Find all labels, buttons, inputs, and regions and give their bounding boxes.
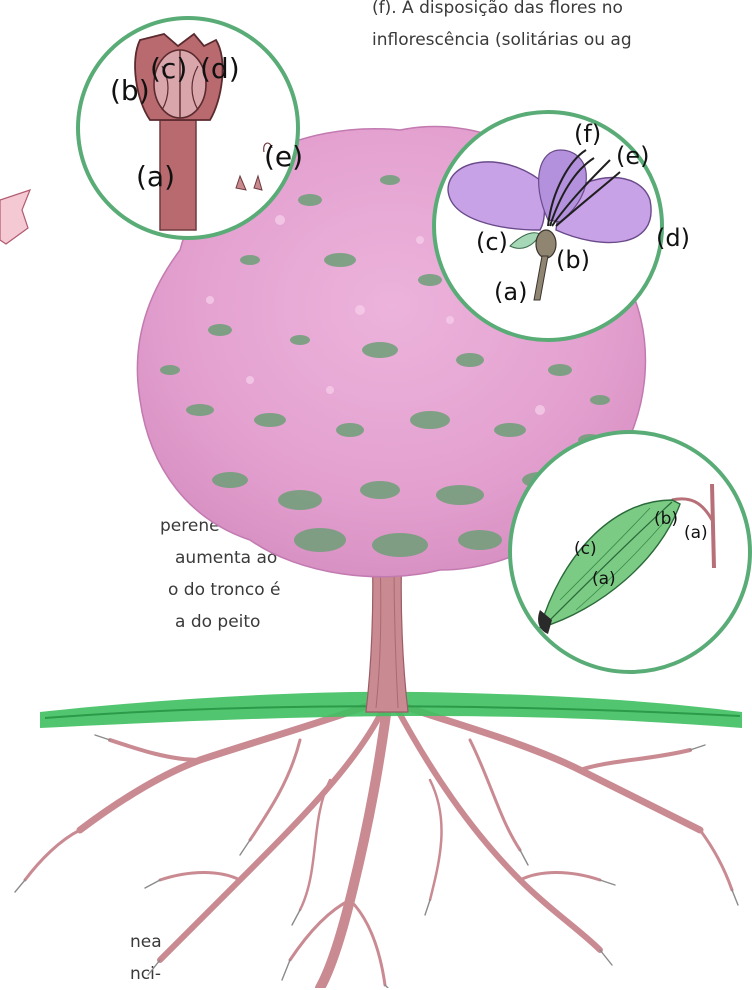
flower-label-a: (a) bbox=[494, 278, 527, 306]
seed-label-a: (a) bbox=[136, 160, 175, 193]
leaf-label-a-top: (a) bbox=[684, 523, 708, 543]
flower-label-b: (b) bbox=[556, 246, 590, 274]
flower-inset: (f) (e) (c) (b) (d) (a) bbox=[434, 112, 690, 340]
stray-petal-shape bbox=[0, 190, 30, 244]
leaf-label-b: (b) bbox=[654, 509, 678, 529]
seed-inset: (b) (c) (d) (a) (e) bbox=[78, 18, 303, 238]
leaf-label-a: (a) bbox=[592, 569, 616, 589]
leaf-twig bbox=[712, 484, 714, 568]
flower-label-f: (f) bbox=[574, 120, 601, 148]
seed-label-b: (b) bbox=[110, 74, 150, 107]
seed-label-d: (d) bbox=[200, 52, 240, 85]
roots bbox=[25, 700, 732, 988]
seed-label-e: (e) bbox=[264, 140, 303, 173]
leaf-inset: (b) (a) (c) (a) bbox=[510, 432, 750, 672]
leaf-label-c: (c) bbox=[574, 539, 597, 559]
flower-label-e: (e) bbox=[616, 142, 650, 170]
flower-label-d: (d) bbox=[656, 224, 690, 252]
seed-label-c: (c) bbox=[150, 52, 187, 85]
flower-label-c: (c) bbox=[476, 228, 508, 256]
flower-calyx bbox=[536, 230, 556, 258]
